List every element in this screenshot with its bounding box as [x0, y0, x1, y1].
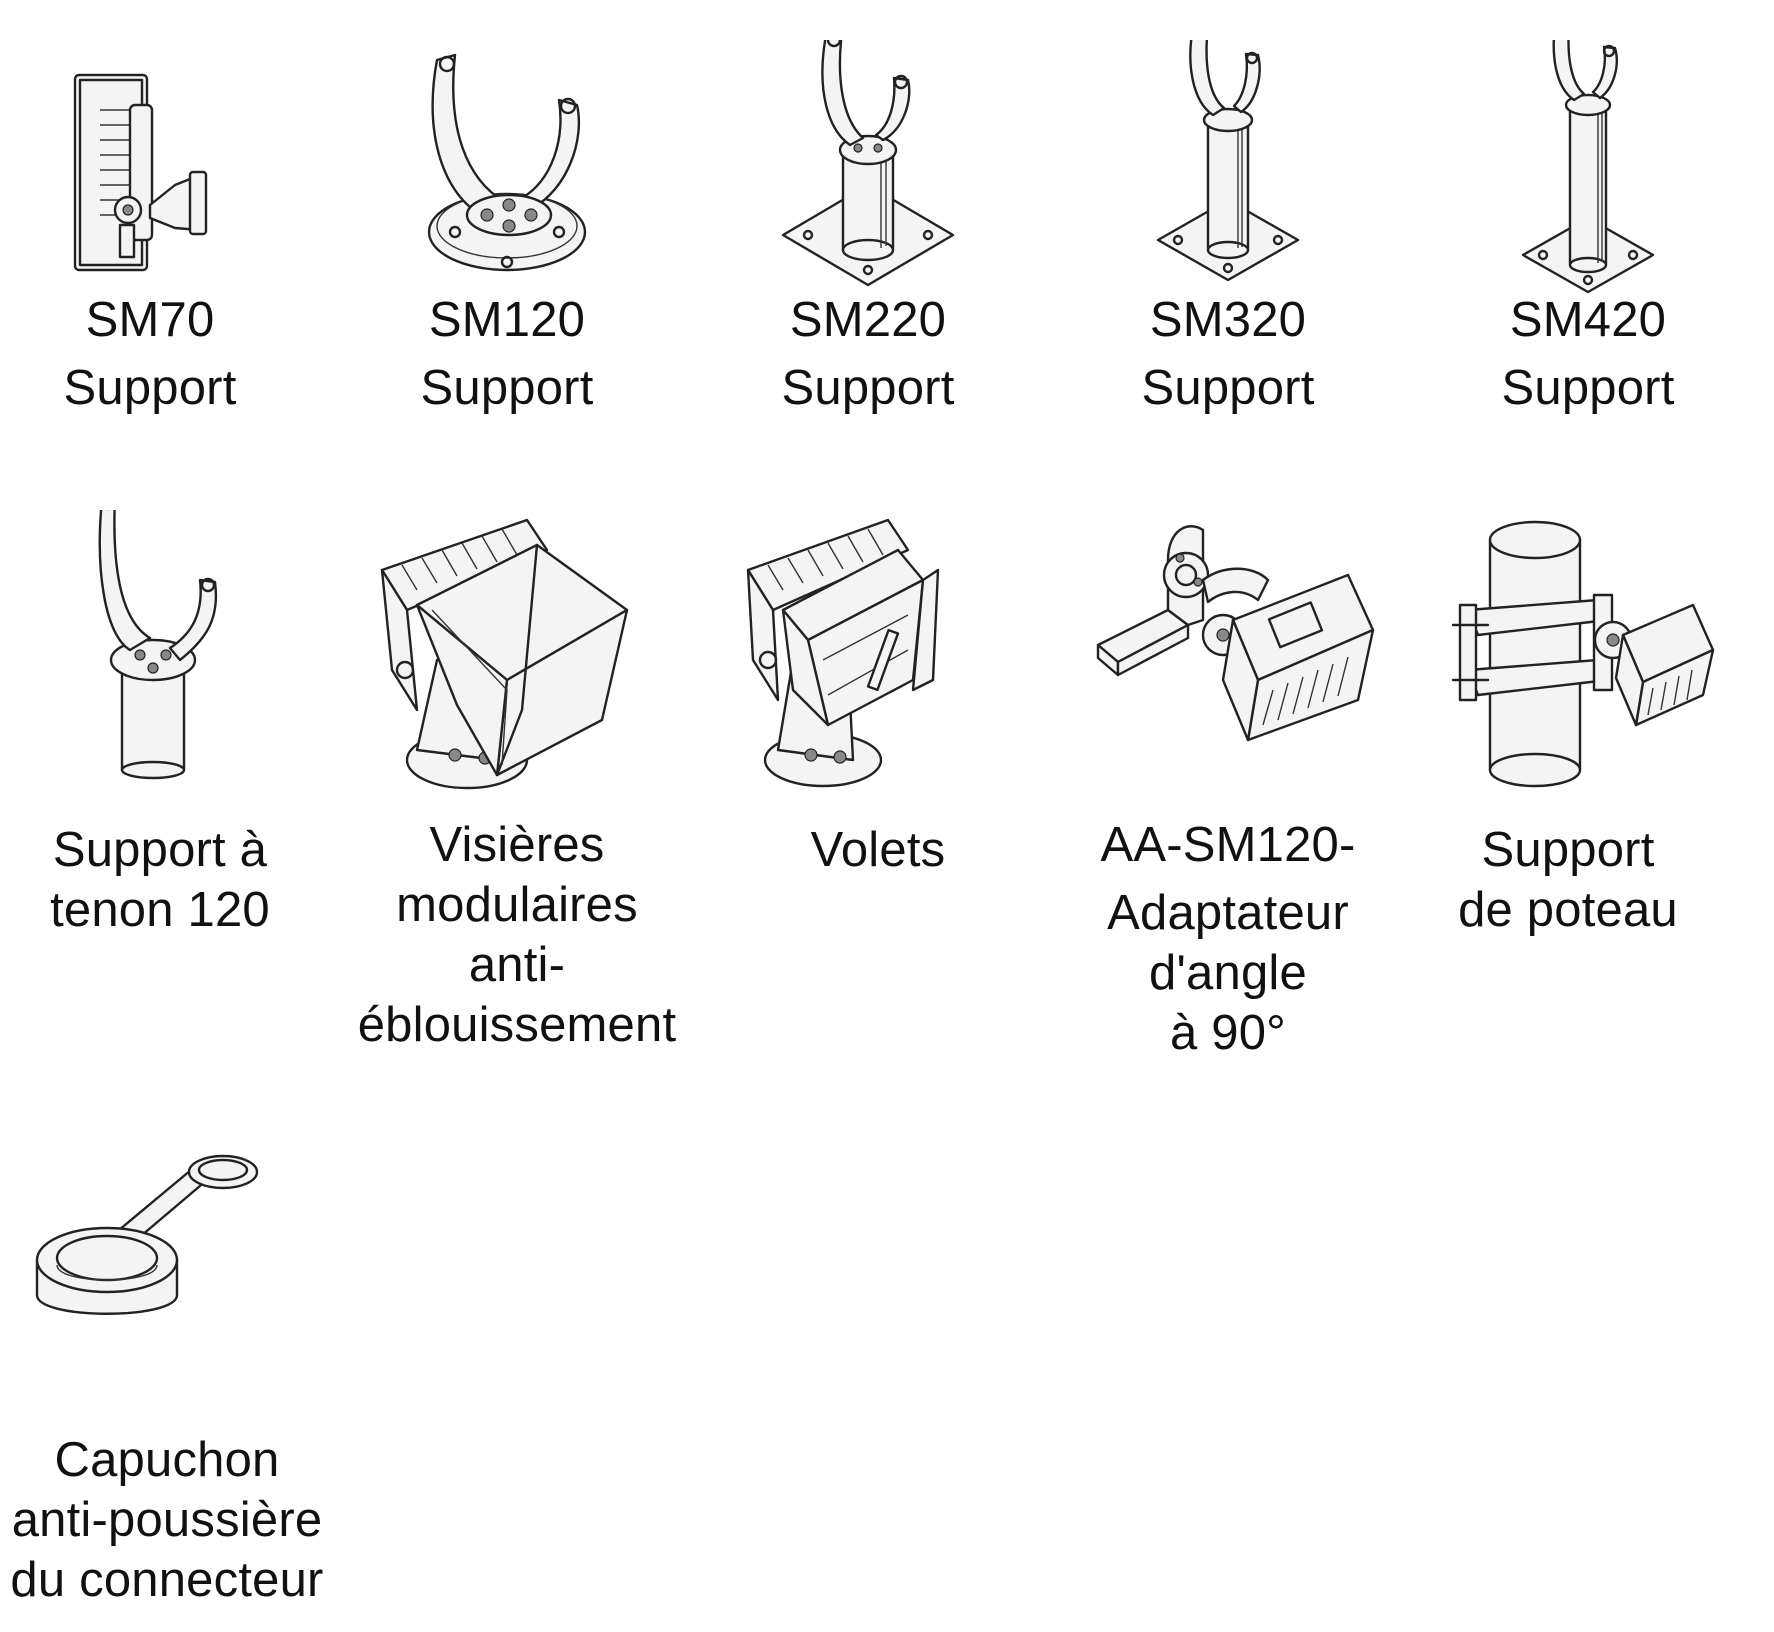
dust-cap-icon	[0, 1090, 337, 1380]
label-line: Support	[1501, 361, 1675, 415]
label-line: Adaptateur	[1107, 886, 1349, 940]
sm120-bracket-icon	[337, 40, 677, 330]
label-line: Support	[781, 361, 955, 415]
label-line: Support	[1141, 361, 1315, 415]
label-line: à 90°	[1170, 1006, 1286, 1060]
accessory-label: Support à tenon 120	[0, 820, 330, 940]
glare-visor-icon	[347, 510, 687, 800]
angle-adapter-icon	[1058, 510, 1398, 800]
sm320-bracket-icon	[1058, 40, 1398, 330]
label-line: Support	[1481, 823, 1655, 877]
label-line: Support	[63, 361, 237, 415]
label-line: SM420	[1509, 293, 1667, 347]
label-line: anti-	[468, 938, 566, 992]
label-line: anti-poussière	[11, 1493, 323, 1547]
accessory-label: SM220 Support	[698, 290, 1038, 418]
label-line: éblouissement	[357, 998, 677, 1052]
label-line: tenon 120	[50, 883, 270, 937]
accessory-label: SM70 Support	[0, 290, 320, 418]
label-line: de poteau	[1458, 883, 1678, 937]
label-line: SM70	[85, 293, 215, 347]
label-line: SM120	[428, 293, 586, 347]
accessory-label: SM120 Support	[337, 290, 677, 418]
label-line: Volets	[810, 823, 946, 877]
accessory-label: Capuchon anti-poussière du connecteur	[0, 1430, 337, 1610]
sm220-bracket-icon	[698, 40, 1038, 330]
barn-doors-icon	[708, 510, 1048, 800]
tenon-bracket-icon	[0, 510, 330, 800]
label-line: Capuchon	[54, 1433, 280, 1487]
label-line: SM320	[1149, 293, 1307, 347]
pole-mount-icon	[1398, 510, 1738, 800]
accessory-label: Support de poteau	[1398, 820, 1738, 940]
label-line: Visières	[429, 818, 605, 872]
label-line: d'angle	[1149, 946, 1307, 1000]
sm420-bracket-icon	[1418, 40, 1758, 330]
accessory-label: Visières modulaires anti- éblouissement	[347, 815, 687, 1055]
accessory-label: AA-SM120- Adaptateur d'angle à 90°	[1058, 815, 1398, 1063]
sm70-bracket-icon	[0, 40, 320, 330]
accessory-label: SM320 Support	[1058, 290, 1398, 418]
label-line: Support à	[52, 823, 268, 877]
accessory-label: SM420 Support	[1418, 290, 1758, 418]
label-line: SM220	[789, 293, 947, 347]
label-line: du connecteur	[10, 1553, 324, 1607]
label-line: Support	[420, 361, 594, 415]
label-line: AA-SM120-	[1100, 818, 1356, 872]
label-line: modulaires	[396, 878, 638, 932]
accessory-label: Volets	[708, 820, 1048, 880]
